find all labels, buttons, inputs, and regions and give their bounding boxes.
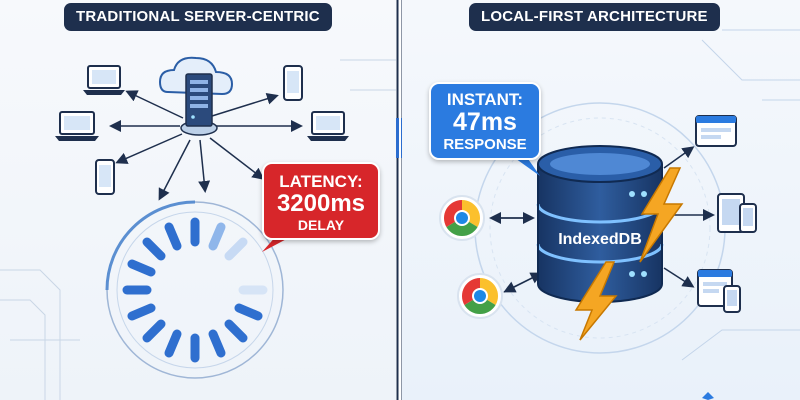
latency-callout: LATENCY: 3200ms DELAY — [262, 162, 380, 240]
traditional-diagram — [0, 56, 398, 400]
traditional-title: TRADITIONAL SERVER-CENTRIC — [64, 3, 332, 31]
latency-value: 3200ms — [276, 190, 366, 217]
browser-window-icon — [695, 115, 737, 147]
traditional-panel: TRADITIONAL SERVER-CENTRIC LATENCY: 3200… — [0, 0, 398, 400]
instant-value: 47ms — [453, 108, 517, 136]
chrome-icon — [457, 273, 503, 319]
server-icon — [180, 73, 218, 136]
database-icon — [536, 145, 664, 303]
instant-response-label: RESPONSE — [443, 136, 527, 153]
laptop-icon — [55, 111, 99, 141]
indexeddb-label: IndexedDB — [558, 231, 642, 248]
laptop-icon — [83, 65, 125, 95]
local-first-panel: LOCAL-FIRST ARCHITECTURE INSTANT: 47ms R… — [402, 0, 800, 400]
ring-accent — [105, 200, 196, 291]
connection-arrows — [489, 146, 715, 293]
circuit-background — [0, 59, 398, 400]
instant-bubble-tail — [512, 156, 540, 176]
connection-arrows — [109, 90, 303, 201]
latency-label: LATENCY: — [279, 172, 363, 191]
ring-inner — [116, 211, 274, 369]
local-first-title: LOCAL-FIRST ARCHITECTURE — [469, 3, 720, 31]
lightning-icon — [574, 261, 618, 341]
local-first-diagram — [439, 29, 800, 400]
circuit-background — [681, 29, 800, 361]
laptop-icon — [307, 111, 349, 141]
brand-logo-icon — [702, 392, 714, 400]
instant-label: INSTANT: — [446, 90, 524, 109]
ring-inner — [489, 117, 711, 339]
phone-icon — [95, 159, 115, 195]
phone-icon — [283, 65, 303, 101]
tablet-icon — [717, 193, 757, 233]
latency-delay-label: DELAY — [297, 217, 345, 233]
instant-callout: INSTANT: 47ms RESPONSE — [429, 82, 541, 160]
loading-spinner-icon — [122, 217, 268, 363]
browser-window-icon — [697, 269, 741, 313]
chrome-icon — [439, 195, 485, 241]
lightning-icon — [639, 167, 684, 263]
